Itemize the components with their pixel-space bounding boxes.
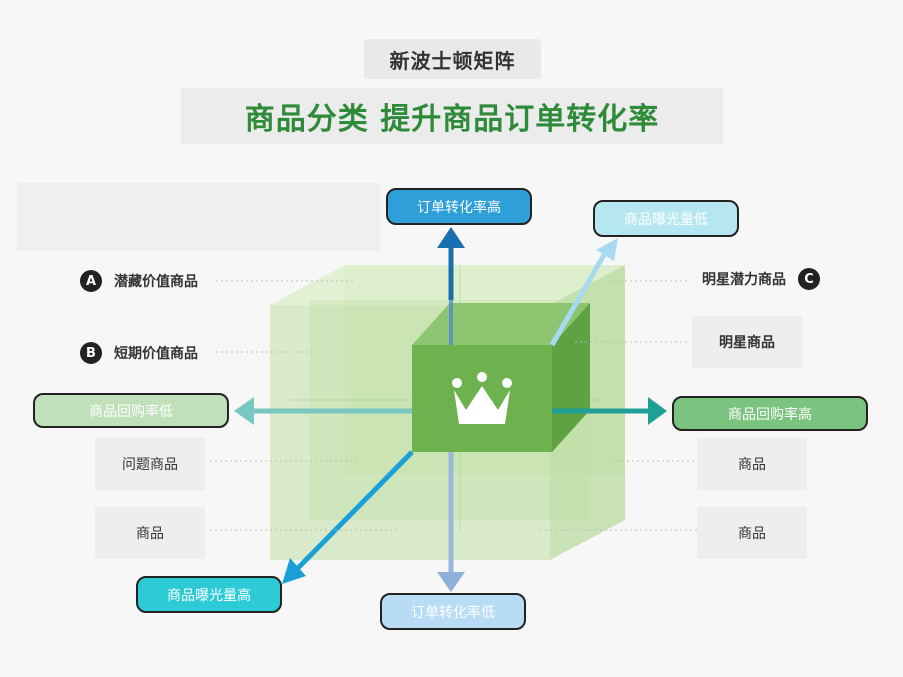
right-label-goods-1: 商品 xyxy=(697,438,807,490)
right-label-c-text: 明星潜力商品 xyxy=(702,272,786,288)
arrow-down xyxy=(437,572,465,592)
arrow-right xyxy=(648,397,667,425)
badge-b-icon: B xyxy=(80,342,102,364)
badge-c-icon: C xyxy=(798,268,820,290)
left-label-goods: 商品 xyxy=(95,507,205,559)
left-label-b-text: 短期价值商品 xyxy=(114,346,198,362)
left-label-problem: 问题商品 xyxy=(95,438,205,490)
arrow-diag-down xyxy=(282,558,306,584)
left-label-b: B 短期价值商品 xyxy=(76,327,216,379)
axis-label-diag-up: 商品曝光量低 xyxy=(593,200,739,237)
right-label-c: 明星潜力商品 C xyxy=(686,253,826,305)
arrow-diag-up xyxy=(596,238,618,261)
arrow-up xyxy=(437,227,465,248)
axis-label-top: 订单转化率高 xyxy=(386,188,532,225)
right-label-star: 明星商品 xyxy=(692,316,802,368)
axis-label-right: 商品回购率高 xyxy=(672,396,868,431)
axis-label-bottom: 订单转化率低 xyxy=(380,593,526,630)
left-label-a: A 潜藏价值商品 xyxy=(76,257,216,305)
blank-placeholder-box xyxy=(17,183,380,251)
right-label-goods-2: 商品 xyxy=(697,507,807,559)
axis-arrows xyxy=(234,227,667,592)
badge-a-icon: A xyxy=(80,270,102,292)
left-label-a-text: 潜藏价值商品 xyxy=(114,274,198,290)
crown-icon xyxy=(452,372,512,424)
diagram-subtitle: 商品分类 提升商品订单转化率 xyxy=(181,88,723,144)
arrow-left xyxy=(234,397,254,425)
diagram-title: 新波士顿矩阵 xyxy=(364,39,541,79)
leader-lines xyxy=(210,280,697,531)
axis-label-diag-down: 商品曝光量高 xyxy=(136,576,282,613)
axis-label-left: 商品回购率低 xyxy=(33,393,229,428)
